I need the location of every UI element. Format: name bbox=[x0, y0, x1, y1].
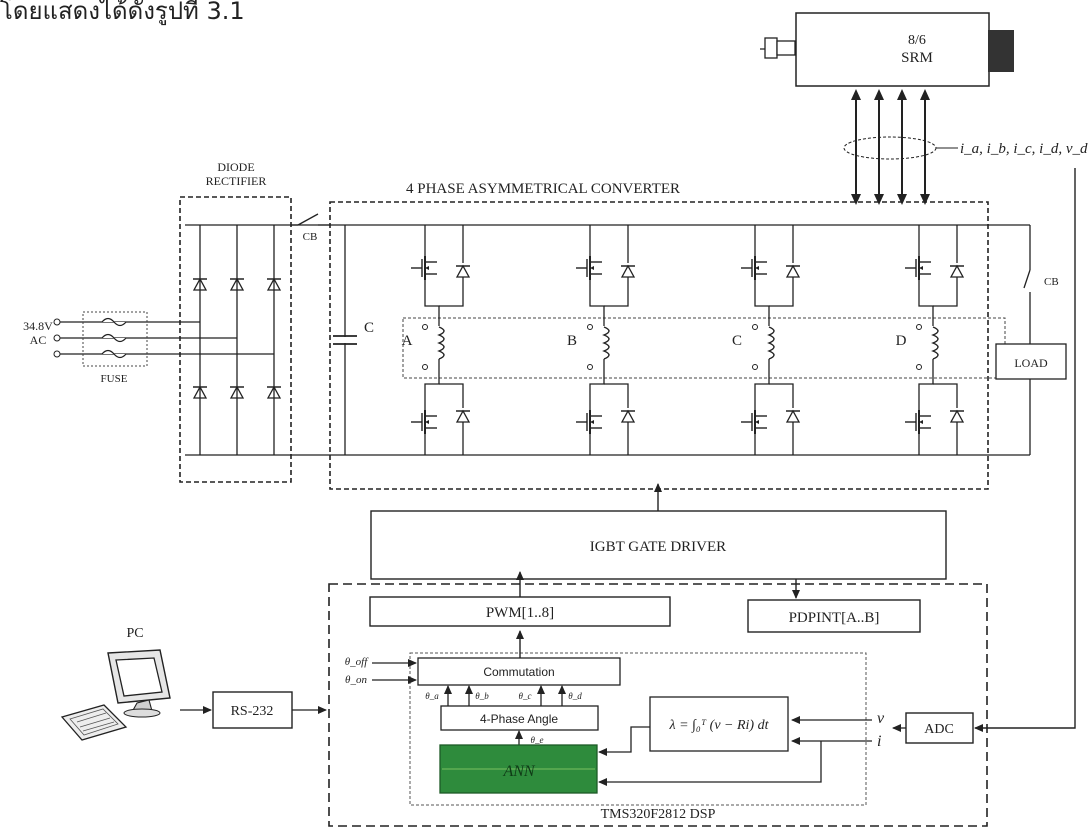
rectifier-label-line2: RECTIFIER bbox=[206, 174, 267, 188]
i-input-label: i bbox=[877, 733, 881, 750]
motor-connection-arrows bbox=[851, 89, 930, 205]
converter-title: 4 PHASE ASYMMETRICAL CONVERTER bbox=[406, 181, 680, 197]
theta-b-label: θ_b bbox=[475, 691, 489, 701]
load-label: LOAD bbox=[1014, 356, 1048, 370]
supply-voltage-label: 34.8V bbox=[23, 319, 53, 333]
monitor-icon bbox=[108, 650, 170, 717]
current-sensor-ellipse bbox=[844, 137, 936, 159]
left-cb-label: CB bbox=[303, 231, 318, 243]
thai-caption-text: โดยแสดงได้ดังรูปที่ 3.1 bbox=[0, 0, 245, 30]
phase-leg-1: A bbox=[402, 225, 470, 455]
ann-label: ANN bbox=[502, 763, 535, 780]
load-branch: CB LOAD bbox=[996, 225, 1066, 455]
diode-rectifier: DIODE RECTIFIER bbox=[180, 160, 1030, 482]
motor-label-type: SRM bbox=[901, 50, 933, 66]
theta-off-label: θ_off bbox=[345, 656, 369, 668]
supply-ac-label: AC bbox=[30, 333, 47, 347]
dsp-block: PWM[1..8] PDPINT[A..B] Commutation θ_off… bbox=[329, 572, 987, 826]
v-input-label: v bbox=[877, 710, 885, 727]
theta-e-label: θ_e bbox=[531, 735, 544, 745]
pc-computer: PC bbox=[62, 626, 170, 740]
keyboard-icon bbox=[62, 705, 126, 740]
four-phase-angle-label: 4-Phase Angle bbox=[480, 712, 558, 726]
adc-block: ADC bbox=[893, 713, 973, 743]
flux-equation: λ = ∫₀ᵀ (v − Ri) dt bbox=[669, 718, 770, 733]
phase-leg-2: B bbox=[567, 225, 635, 455]
right-cb-label: CB bbox=[1044, 276, 1059, 288]
phase-label-3: C bbox=[732, 333, 742, 349]
capacitor-label: C bbox=[364, 320, 374, 336]
srm-motor: 8/6 SRM bbox=[760, 13, 1014, 86]
phase-leg-3: C bbox=[732, 225, 800, 455]
gate-driver-label: IGBT GATE DRIVER bbox=[590, 539, 726, 555]
pc-label: PC bbox=[126, 626, 143, 641]
rs232-label: RS-232 bbox=[231, 704, 274, 719]
fuse-label: FUSE bbox=[101, 373, 128, 385]
left-circuit-breaker: CB bbox=[291, 214, 318, 243]
theta-a-label: θ_a bbox=[425, 691, 439, 701]
rs232-block: RS-232 bbox=[180, 692, 326, 728]
phase-label-4: D bbox=[896, 333, 907, 349]
theta-on-label: θ_on bbox=[345, 674, 367, 686]
dsp-footer-label: TMS320F2812 DSP bbox=[601, 807, 716, 822]
phase-label-1: A bbox=[402, 333, 413, 349]
sensor-signals-label: i_a, i_b, i_c, i_d, v_dc, i_dc bbox=[960, 141, 1088, 157]
phase-label-2: B bbox=[567, 333, 577, 349]
phase-windings-region bbox=[403, 318, 1005, 378]
adc-label: ADC bbox=[924, 722, 954, 737]
pwm-label: PWM[1..8] bbox=[486, 605, 554, 621]
motor-label-pole: 8/6 bbox=[908, 33, 926, 48]
phase-leg-4: D bbox=[896, 225, 964, 455]
theta-c-label: θ_c bbox=[519, 691, 532, 701]
theta-d-label: θ_d bbox=[568, 691, 582, 701]
commutation-label: Commutation bbox=[483, 665, 554, 679]
pdpint-label: PDPINT[A..B] bbox=[789, 610, 880, 626]
rectifier-label-line1: DIODE bbox=[217, 160, 254, 174]
sensor-feedback-line bbox=[975, 168, 1075, 728]
igbt-gate-driver: IGBT GATE DRIVER bbox=[371, 511, 946, 579]
